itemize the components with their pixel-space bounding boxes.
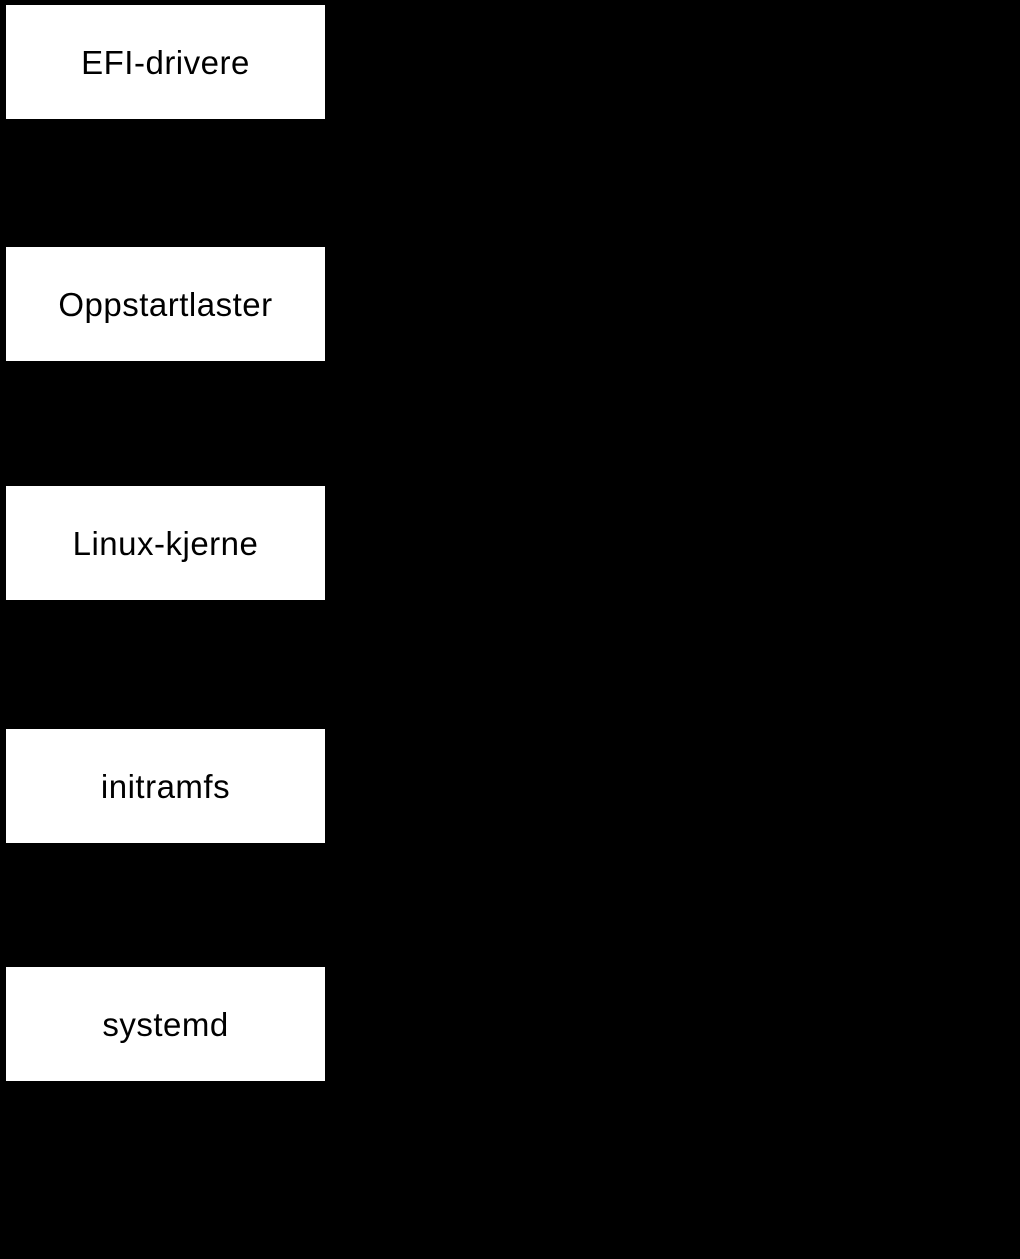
node-initramfs-label: initramfs <box>100 767 231 805</box>
node-systemd-label: systemd <box>102 1005 229 1043</box>
node-linux-kjerne: Linux-kjerne <box>6 486 325 600</box>
node-oppstartlaster: Oppstartlaster <box>6 247 325 361</box>
node-initramfs: initramfs <box>6 729 325 843</box>
node-oppstartlaster-label: Oppstartlaster <box>58 285 273 323</box>
node-efi-drivere-label: EFI-drivere <box>81 43 250 81</box>
node-efi-drivere: EFI-drivere <box>6 5 325 119</box>
node-systemd: systemd <box>6 967 325 1081</box>
node-linux-kjerne-label: Linux-kjerne <box>72 524 259 562</box>
